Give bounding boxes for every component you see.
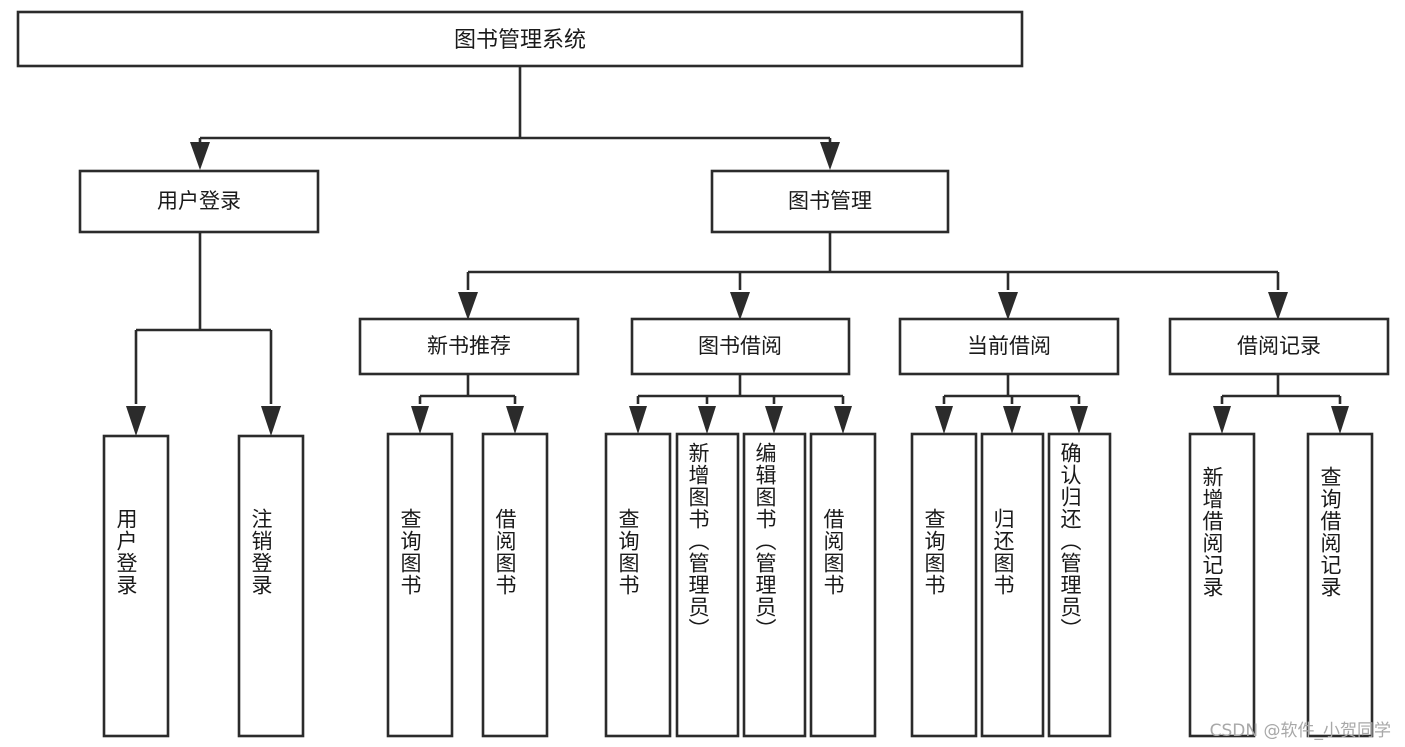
arrowhead-leaf-add-record [1213, 406, 1231, 434]
arrowhead-borrow [730, 292, 750, 320]
node-box-book-manage[interactable] [710, 169, 950, 234]
node-label-borrow-record: 借阅记录 [1237, 334, 1321, 358]
arrowhead-leaf-add-book [698, 406, 716, 434]
node-box-leaf-query-record[interactable] [1306, 432, 1374, 738]
node-label-current-borrow: 当前借阅 [967, 334, 1051, 358]
node-label-user-login: 用户登录 [157, 189, 241, 213]
arrowhead-leaf-confirm-return [1070, 406, 1088, 434]
node-box-leaf-return-book[interactable] [980, 432, 1045, 738]
arrowhead-leaf-query-book-2 [629, 406, 647, 434]
node-box-leaf-borrow-book-1[interactable] [481, 432, 549, 738]
arrowhead-recommend [458, 292, 478, 320]
arrowhead-leaf-borrow-book-2 [834, 406, 852, 434]
arrowhead-leaf-user-logout [261, 406, 281, 436]
node-layer: 图书管理系统 用户登录 图书管理 新书推荐 图书借阅 当前借阅 借阅记录 [16, 10, 1390, 738]
arrowhead-record [1268, 292, 1288, 320]
node-box-leaf-user-logout[interactable] [237, 434, 305, 738]
node-box-leaf-edit-book[interactable] [742, 432, 807, 738]
arrowhead-leaf-borrow-book-1 [506, 406, 524, 434]
node-box-leaf-add-record[interactable] [1188, 432, 1256, 738]
arrowhead-current [998, 292, 1018, 320]
node-box-book-borrow[interactable] [630, 317, 851, 376]
arrowhead-leaf-user-login [126, 406, 146, 436]
node-box-leaf-user-login[interactable] [102, 434, 170, 738]
arrowhead-leaf-query-book-1 [411, 406, 429, 434]
node-label-book-borrow: 图书借阅 [698, 334, 782, 358]
node-label-root: 图书管理系统 [454, 28, 586, 53]
arrowhead-layer [126, 142, 1349, 436]
node-box-leaf-query-book-3[interactable] [910, 432, 978, 738]
node-box-current-borrow[interactable] [898, 317, 1120, 376]
connector-layer [134, 66, 1342, 404]
arrowhead-leaf-edit-book [765, 406, 783, 434]
node-box-leaf-query-book-1[interactable] [386, 432, 454, 738]
node-box-leaf-query-book-2[interactable] [604, 432, 672, 738]
node-box-leaf-borrow-book-2[interactable] [809, 432, 877, 738]
node-box-user-login[interactable] [78, 169, 320, 234]
node-label-new-book-recommend: 新书推荐 [427, 334, 511, 358]
arrowhead-user-login [190, 142, 210, 170]
node-box-leaf-confirm-return[interactable] [1047, 432, 1112, 738]
arrowhead-leaf-query-record [1331, 406, 1349, 434]
node-box-new-book-recommend[interactable] [358, 317, 580, 376]
node-box-root[interactable] [16, 10, 1024, 68]
arrowhead-leaf-query-book-3 [935, 406, 953, 434]
arrowhead-leaf-return-book [1003, 406, 1021, 434]
node-box-borrow-record[interactable] [1168, 317, 1390, 376]
node-label-book-manage: 图书管理 [788, 189, 872, 213]
arrowhead-book-manage [820, 142, 840, 170]
node-box-leaf-add-book[interactable] [675, 432, 740, 738]
watermark-label: CSDN @软件_小贺同学 [1209, 721, 1391, 741]
